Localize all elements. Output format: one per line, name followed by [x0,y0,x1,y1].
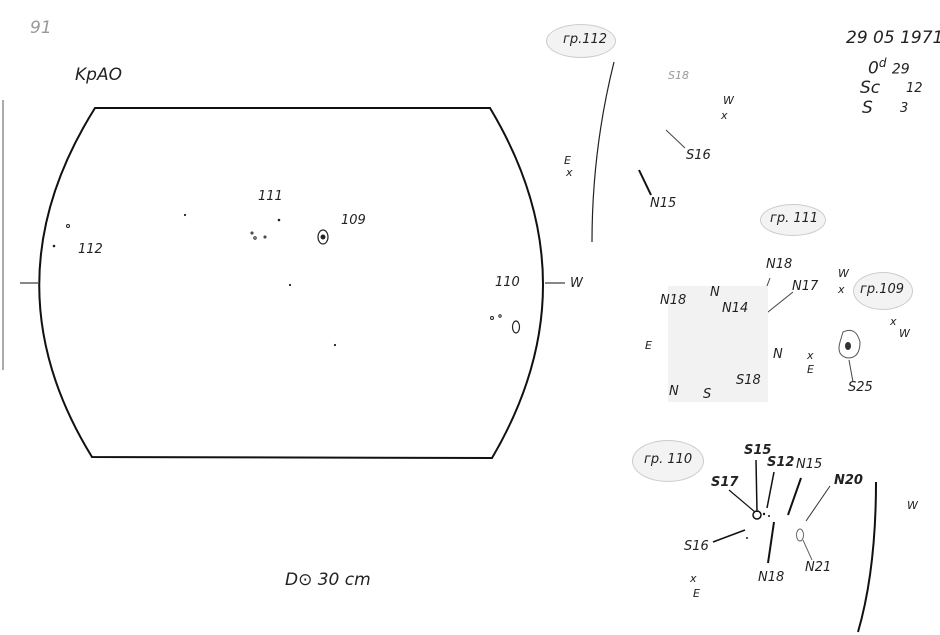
spot-label: S [703,387,712,402]
spot-label: N [710,285,720,300]
east-label: E [564,154,571,167]
group-label-110: 110 [495,275,520,290]
group-109-title: гр.109 [860,282,905,297]
spot-label: N18 [766,257,793,272]
spot-label: S17 [711,475,739,490]
west-label: W [899,327,910,340]
s-label: S [862,98,873,118]
west-marker: x [838,283,845,296]
spot-label: N18 [758,570,785,585]
observatory-code: KpAO [75,65,122,85]
spot-label: S25 [848,380,873,395]
spot-label: N [669,384,679,399]
spot-label: S15 [744,443,772,458]
s-value: 3 [900,101,909,116]
east-marker: x [807,349,814,362]
spot-label: N [773,347,783,362]
disk-sunspots [52,213,521,347]
spot-label: S18 [668,69,689,82]
sc-label: Sc [860,78,881,98]
page-number: 91 [30,18,52,38]
diameter-label: D⊙ 30 cm [285,570,371,590]
group-112-title: гр.112 [563,32,608,47]
spot-label: S12 [767,455,795,470]
group-110-title: гр. 110 [644,452,693,467]
west-label: W [838,267,849,280]
east-marker: x [566,166,573,179]
spot-label: N20 [834,473,863,488]
day-value: 29 [891,61,910,78]
spot-label: S16 [684,539,709,554]
west-label: W [723,94,734,107]
spot-label: N15 [650,196,677,211]
group-111-oval [760,204,826,236]
spot-label: S16 [686,148,711,163]
west-marker: x [721,109,728,122]
group-label-111: 111 [258,189,283,204]
east-label: E [645,339,652,352]
disk-west-label: W [570,276,583,291]
spot-label: N14 [722,301,749,316]
day-prefix: 0 [868,58,879,79]
west-label: W [907,499,918,512]
observation-date: 29 05 1971 [846,28,940,48]
solar-disk-outline [38,107,544,460]
group-109-oval [853,272,913,310]
group-112-oval [546,24,616,58]
spot-label: N18 [660,293,687,308]
east-label: E [693,587,700,600]
spot-label: N21 [805,560,832,575]
spot-label: N17 [792,279,819,294]
spot-label: S18 [736,373,761,388]
group-label-109: 109 [341,213,366,228]
east-label: E [807,363,814,376]
group-111-title: гр. 111 [770,211,819,226]
sc-value: 12 [906,81,923,96]
east-marker: x [690,572,697,585]
group-label-112: 112 [78,242,103,257]
day-line: 0d 29 [868,57,910,78]
day-sup: d [878,56,887,70]
group-111-shading [668,286,768,402]
west-marker: x [890,315,897,328]
spot-label: N15 [796,457,823,472]
group-110-oval [632,440,704,482]
